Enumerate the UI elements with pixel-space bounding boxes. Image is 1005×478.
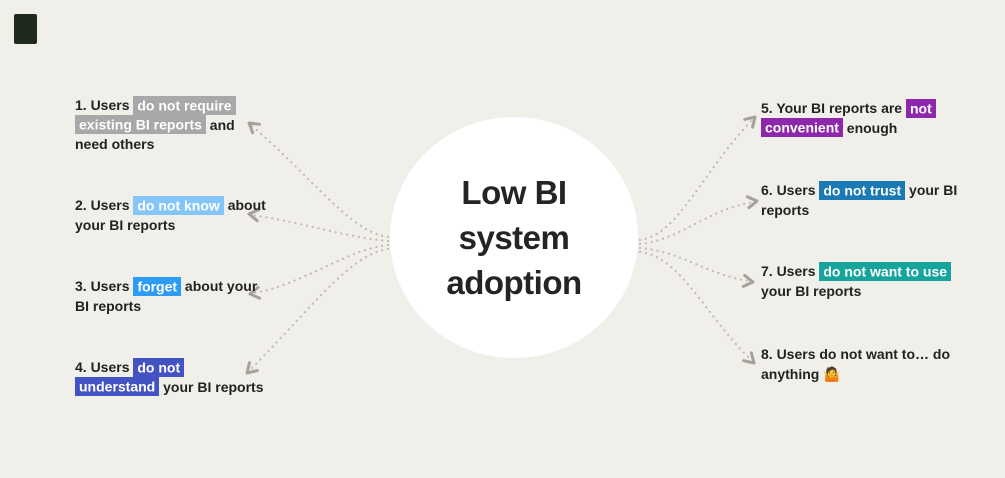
item-highlight: convenient <box>761 118 843 137</box>
item-text: your BI reports <box>761 282 862 299</box>
item-highlight: understand <box>75 377 160 396</box>
item-highlight: forget <box>133 276 182 296</box>
arrowhead-icon-2 <box>247 208 261 223</box>
item-text: about <box>223 197 266 213</box>
item-line: your BI reports <box>761 282 951 302</box>
item-text: need others <box>75 136 155 152</box>
connector-line-3 <box>251 243 390 295</box>
item-text: about your <box>181 278 258 294</box>
item-line: convenient enough <box>761 118 936 139</box>
cause-item-4: 4. Users do not understand your BI repor… <box>75 357 264 398</box>
item-highlight: do not <box>133 357 185 377</box>
item-line: 7. Users do not want to use <box>761 261 952 282</box>
central-title-line: adoption <box>446 264 582 301</box>
item-text: anything 🤷 <box>761 365 841 382</box>
central-topic-node: Low BI system adoption <box>390 117 638 358</box>
item-text: enough <box>842 119 898 136</box>
connector-line-6 <box>638 200 756 246</box>
item-text: 7. Users <box>761 263 820 279</box>
cause-item-1: 1. Users do not require existing BI repo… <box>75 95 236 155</box>
item-text: and <box>205 116 235 133</box>
connector-line-7 <box>638 246 752 283</box>
item-highlight: existing BI reports <box>75 115 206 134</box>
cause-item-7: 7. Users do not want to use your BI repo… <box>761 261 952 302</box>
connector-line-8 <box>638 250 753 362</box>
cause-item-3: 3. Users forget about your BI reports <box>75 276 258 317</box>
item-text: BI reports <box>75 297 142 314</box>
item-line: reports <box>761 201 957 221</box>
item-text: reports <box>761 201 810 218</box>
central-title-line: system <box>458 219 570 256</box>
arrowhead-icon-5 <box>743 115 757 129</box>
item-line: your BI reports <box>75 216 266 236</box>
central-title-line: Low BI <box>461 174 567 211</box>
corner-logo-mark <box>14 14 37 44</box>
item-line: need others <box>75 135 236 155</box>
arrowhead-icon-8 <box>742 351 756 365</box>
item-line: 6. Users do not trust your BI <box>761 180 958 201</box>
cause-item-5: 5. Your BI reports are not convenient en… <box>761 98 936 139</box>
arrowhead-icon-3 <box>248 285 262 300</box>
item-text: your BI reports <box>75 216 176 233</box>
arrowhead-icon-1 <box>247 121 261 135</box>
arrowhead-icon-6 <box>745 195 759 210</box>
item-highlight: do not know <box>133 195 224 215</box>
connector-line-4 <box>248 247 390 372</box>
cause-item-8: 8. Users do not want to… do anything 🤷 <box>761 345 950 384</box>
item-text: 8. Users do not want to… do <box>761 346 951 362</box>
arrowhead-icon-4 <box>245 361 259 375</box>
connector-line-5 <box>638 118 754 242</box>
connector-line-2 <box>250 213 390 243</box>
item-text: your BI reports <box>159 378 264 395</box>
cause-item-6: 6. Users do not trust your BI reports <box>761 180 958 221</box>
item-line: existing BI reports and <box>75 115 236 136</box>
item-line: 4. Users do not <box>75 357 263 378</box>
item-text: 6. Users <box>761 182 820 198</box>
item-text: your BI <box>905 182 958 198</box>
item-text: 5. Your BI reports are <box>761 100 906 116</box>
item-text: 2. Users <box>75 197 134 213</box>
item-line: understand your BI reports <box>75 377 264 398</box>
item-highlight: do not require <box>133 95 236 115</box>
arrowhead-icon-7 <box>741 273 755 288</box>
item-highlight: do not trust <box>819 180 906 200</box>
item-text: 3. Users <box>75 278 134 294</box>
item-line: 8. Users do not want to… do <box>761 345 950 365</box>
item-highlight: do not want to use <box>819 261 952 281</box>
central-topic-title: Low BI system adoption <box>446 170 582 305</box>
item-text: 1. Users <box>75 97 134 113</box>
item-line: 5. Your BI reports are not <box>761 98 936 119</box>
item-text: 4. Users <box>75 359 134 375</box>
item-line: 3. Users forget about your <box>75 276 258 297</box>
item-line: 1. Users do not require <box>75 95 236 116</box>
item-line: 2. Users do not know about <box>75 195 266 216</box>
cause-item-2: 2. Users do not know about your BI repor… <box>75 195 266 236</box>
connector-line-1 <box>250 124 390 239</box>
item-line: BI reports <box>75 297 257 317</box>
item-highlight: not <box>905 98 936 118</box>
item-line: anything 🤷 <box>761 365 950 385</box>
